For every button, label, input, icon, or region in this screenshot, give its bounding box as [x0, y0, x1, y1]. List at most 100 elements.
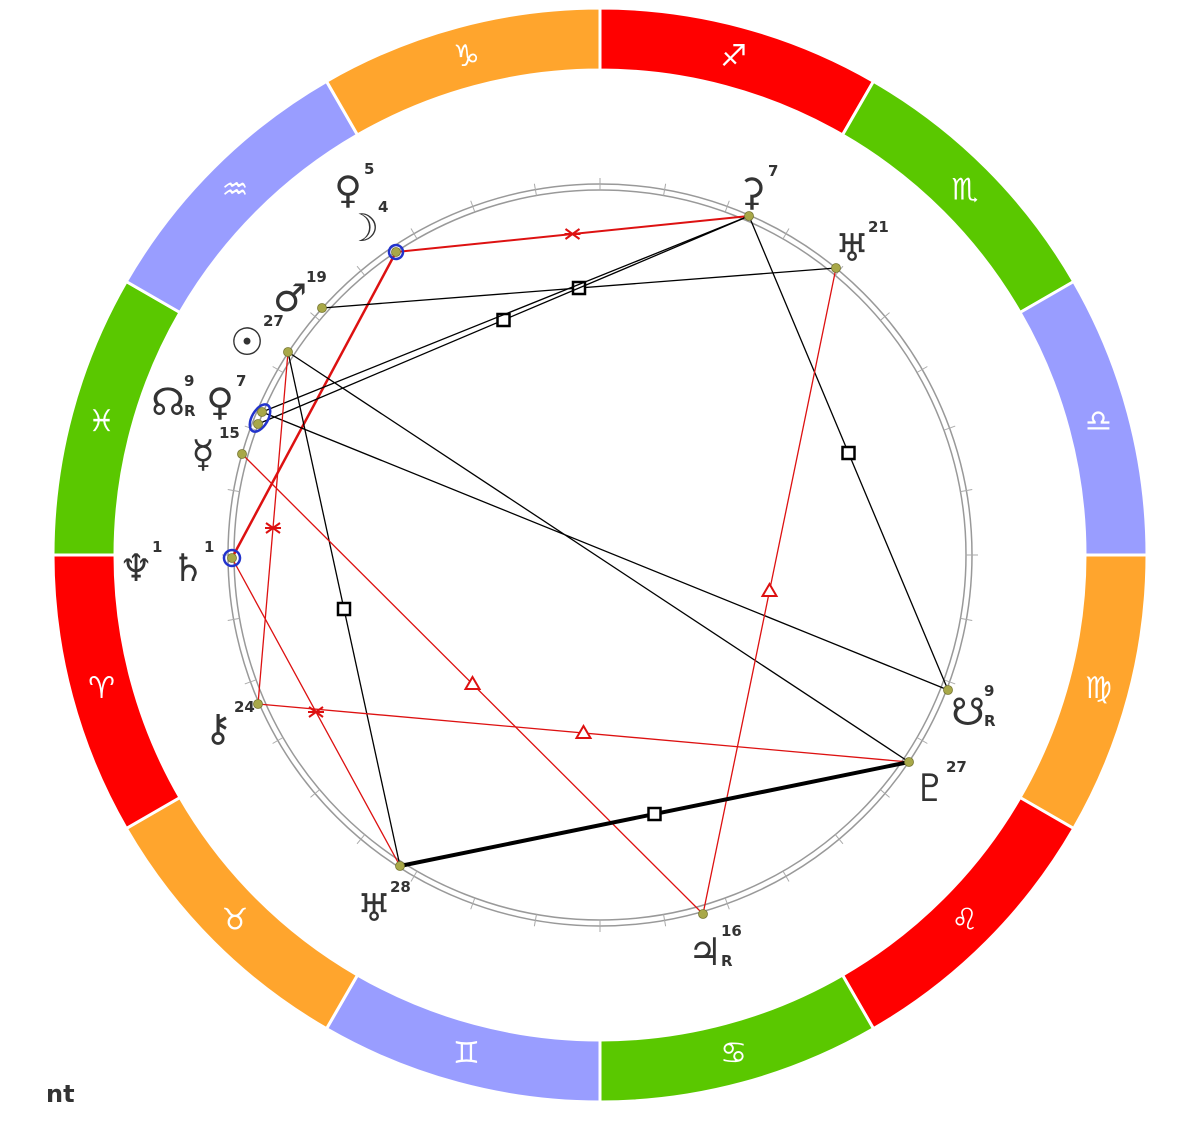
saturn-degree: 1	[204, 538, 214, 556]
jupiter-degree: 16	[721, 922, 742, 940]
degree-tick	[724, 897, 730, 910]
degree-tick	[880, 789, 890, 798]
degree-tick	[834, 834, 844, 845]
jupiter-position-dot	[698, 909, 708, 919]
pisces-sign-icon: ♓	[88, 404, 115, 439]
sign-segment-libra	[1017, 279, 1149, 557]
square-aspect-icon	[647, 806, 662, 822]
gemini-sign-icon: ♊	[453, 1036, 480, 1071]
degree-tick	[310, 312, 320, 321]
aspect-line-sun-pluto	[287, 351, 910, 763]
square-aspect-icon	[841, 445, 856, 461]
trine-aspect-icon	[760, 582, 779, 597]
degree-tick	[470, 897, 476, 910]
degree-tick	[663, 183, 667, 196]
jupiter-retrograde-label: R	[721, 952, 733, 970]
mercury-position-dot	[237, 449, 247, 459]
sun-position-dot	[283, 347, 293, 357]
mars-degree: 19	[306, 268, 327, 286]
libra-sign-icon: ♎	[1085, 404, 1112, 439]
square-aspect-icon	[336, 601, 352, 617]
scorpio-sign-icon: ♏	[951, 173, 978, 208]
degree-tick	[272, 366, 284, 373]
uranus-alt-icon: ♅	[835, 226, 869, 270]
neptune-icon: ♆	[119, 546, 153, 590]
jupiter-icon: ♃	[688, 930, 722, 974]
venus-position-dot	[253, 419, 263, 429]
footer-label: nt	[46, 1080, 75, 1108]
conjunction-ring	[248, 403, 272, 433]
taurus-sign-icon: ♉	[222, 902, 249, 937]
degree-tick	[960, 617, 973, 621]
moon-degree: 4	[378, 198, 388, 216]
sextile-aspect-icon	[265, 522, 281, 534]
degree-tick	[943, 679, 956, 685]
pluto-degree: 27	[946, 758, 967, 776]
aries-sign-icon: ♈	[88, 671, 115, 706]
degree-tick	[782, 870, 790, 882]
uranus-icon: ♅	[357, 886, 391, 930]
chiron-degree: 24	[234, 698, 255, 716]
sun-degree: 27	[263, 312, 284, 330]
mars-position-dot	[317, 303, 327, 313]
trine-aspect-icon	[574, 724, 593, 739]
mars-icon: ♂	[273, 276, 307, 320]
zodiac-ring: ♐♏♎♍♌♋♊♉♈♓♒♑	[51, 6, 1149, 1104]
conjunction-ring	[387, 243, 405, 261]
uranus-degree: 28	[390, 878, 411, 896]
north-node-icon: ☊	[151, 380, 185, 424]
aspect-line-north-node-ceres	[261, 215, 750, 413]
moon-position-dot	[391, 247, 401, 257]
leo-sign-icon: ♌	[951, 902, 978, 937]
degree-tick	[916, 737, 928, 744]
chiron-icon: ⚷	[204, 706, 232, 750]
mercury-degree: 15	[219, 424, 240, 442]
venus-sublunar-degree: 5	[364, 160, 374, 178]
degree-tick	[356, 265, 366, 276]
mercury-icon: ☿	[191, 432, 214, 476]
conjunction-ring	[222, 548, 242, 568]
uranus-alt-degree: 21	[868, 218, 889, 236]
south-node-icon: ☋	[951, 690, 985, 734]
pluto-icon: ♇	[913, 766, 947, 810]
degree-tick	[533, 183, 537, 196]
square-aspect-icon	[496, 312, 511, 328]
chiron-position-dot	[253, 699, 263, 709]
degree-tick	[310, 789, 320, 798]
pluto-position-dot	[904, 757, 914, 767]
neptune-degree: 1	[152, 538, 162, 556]
south-node-position-dot	[943, 685, 953, 695]
saturn-position-dot	[227, 553, 237, 563]
planet-layer: ♀5☽4♂19☉27☊9R♀7☿15♆1♄1⚷24♅28♃16R♇27☋9R♅2…	[119, 160, 996, 974]
venus-sublunar-icon: ♀	[334, 168, 362, 212]
degree-tick	[663, 914, 667, 927]
north-node-degree: 9	[184, 372, 194, 390]
sign-segment-virgo	[1017, 553, 1149, 831]
degree-tick	[244, 679, 257, 685]
inner-wheel	[222, 178, 978, 932]
degree-tick	[880, 312, 890, 321]
aspect-line-moon-saturn	[230, 251, 398, 559]
degree-tick	[533, 914, 537, 927]
sign-segment-capricorn	[324, 6, 602, 138]
virgo-sign-icon: ♍	[1085, 671, 1112, 706]
degree-tick	[410, 870, 418, 882]
aspect-line-north-node-south-node	[261, 411, 949, 691]
aspect-lines	[222, 215, 949, 915]
sagittarius-sign-icon: ♐	[720, 39, 747, 74]
ceres-position-dot	[744, 211, 754, 221]
cancer-sign-icon: ♋	[720, 1036, 747, 1071]
inner-circle-outer	[227, 183, 973, 927]
north-node-position-dot	[257, 407, 267, 417]
sun-icon: ☉	[230, 320, 264, 364]
uranus-alt-position-dot	[831, 263, 841, 273]
south-node-retrograde-label: R	[984, 712, 996, 730]
degree-tick	[410, 228, 418, 240]
ceres-degree: 7	[768, 162, 778, 180]
degree-tick	[356, 834, 366, 845]
venus-icon: ♀	[206, 380, 234, 424]
sextile-aspect-icon	[564, 228, 581, 240]
degree-tick	[960, 489, 973, 493]
saturn-icon: ♄	[171, 546, 205, 590]
north-node-retrograde-label: R	[184, 402, 196, 420]
